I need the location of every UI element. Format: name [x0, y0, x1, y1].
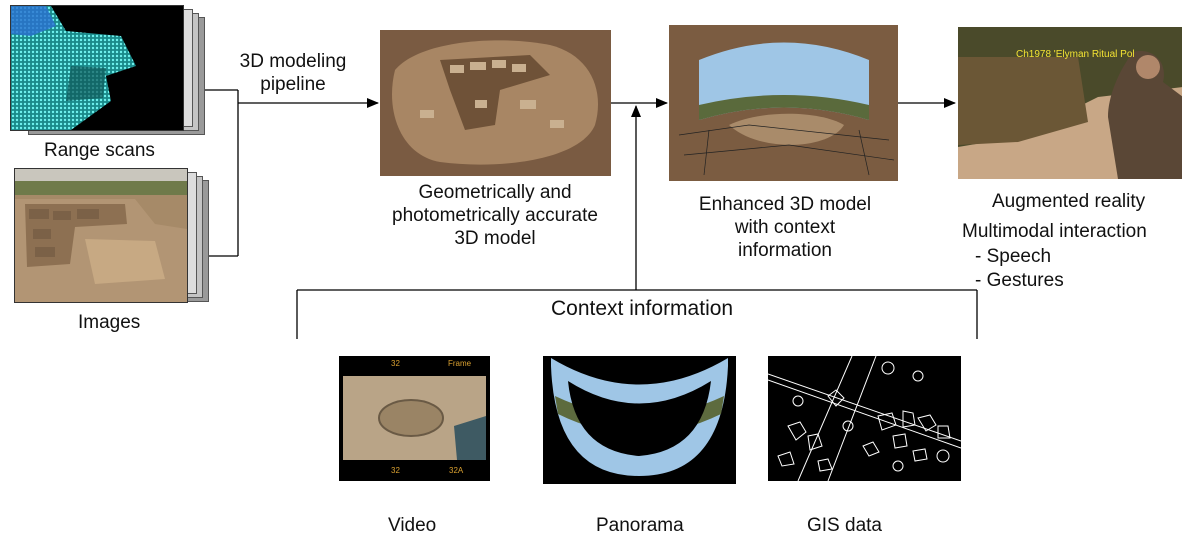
video-frame-top-left: 32	[391, 359, 400, 368]
panorama-label: Panorama	[596, 515, 684, 536]
video-image: 32 Frame 32 32A	[339, 356, 490, 481]
video-frame-top-right: Frame	[448, 359, 472, 368]
gis-data-image	[768, 356, 961, 481]
images-stack	[14, 168, 210, 303]
interaction-item-gestures: - Gestures	[975, 270, 1064, 291]
pipeline-label-line1: 3D modeling	[239, 51, 347, 72]
enhanced-model-image	[669, 25, 898, 181]
3d-model-caption: Geometrically and photometrically accura…	[392, 182, 598, 249]
images-label: Images	[78, 312, 141, 333]
range-scans-label: Range scans	[44, 140, 155, 161]
ar-overlay-text: Ch1978 'Elyman Ritual Pol	[1016, 49, 1135, 60]
range-scan-image	[10, 5, 184, 131]
context-title: Context information	[551, 297, 734, 320]
interaction-item-speech: - Speech	[975, 246, 1052, 267]
video-frame-bottom-right: 32A	[449, 466, 464, 475]
3d-model-image	[380, 30, 611, 176]
interaction-title: Multimodal interaction	[962, 221, 1147, 242]
site-photo-image	[14, 168, 188, 303]
video-frame-bottom-left: 32	[391, 466, 400, 475]
augmented-reality-image: Ch1978 'Elyman Ritual Pol	[958, 27, 1182, 179]
ar-caption: Augmented reality	[992, 191, 1146, 212]
range-scans-stack	[10, 5, 206, 135]
pipeline-label: 3D modeling pipeline	[228, 50, 358, 96]
gis-data-label: GIS data	[807, 515, 882, 536]
panorama-image	[543, 356, 736, 484]
pipeline-label-line2: pipeline	[260, 74, 326, 95]
video-label: Video	[388, 515, 437, 536]
enhanced-model-caption: Enhanced 3D model with context informati…	[698, 194, 872, 261]
